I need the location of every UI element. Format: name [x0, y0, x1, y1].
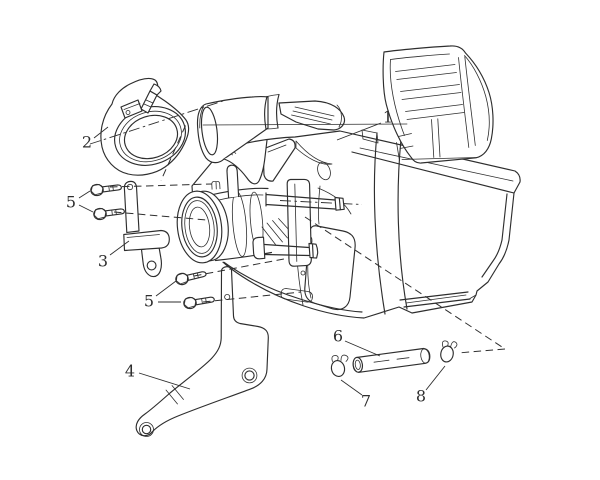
callout-label-5-upper: 5: [66, 193, 76, 212]
upper-bracket: [123, 180, 170, 278]
flange-bolt-upper-1: [89, 182, 123, 197]
callout-6: 6: [333, 327, 381, 357]
bracket4-bend-marks: [165, 385, 184, 405]
lower-bracket: [135, 266, 269, 437]
hose-clamp: [114, 83, 186, 166]
callout-2: 2: [82, 126, 109, 152]
lid-axis-line: [202, 123, 408, 126]
callout-label-5-lower: 5: [144, 292, 154, 311]
drain-spout: [399, 291, 477, 308]
guide-bolt-l1: [193, 257, 290, 277]
callout-label-3: 3: [98, 252, 108, 271]
bracket3-foot: [123, 229, 170, 252]
joint-post: [226, 164, 240, 199]
callouts: 1 2 3 5 5 4 6 7: [66, 108, 446, 411]
flange-bolt-upper-2: [92, 206, 126, 221]
guide-bolt-u1: [109, 183, 213, 188]
bracket3-hole: [146, 260, 157, 271]
callout-label-2: 2: [82, 133, 92, 152]
joint-flange-plate: [286, 178, 312, 267]
flange-bolt-lower-2: [182, 294, 216, 310]
leader-line: [344, 340, 381, 357]
lower-stud: [252, 236, 319, 260]
guide-drain-long: [304, 216, 506, 350]
bracket4-hole-bottom: [141, 424, 152, 435]
clamp-band-inner: [123, 114, 179, 160]
bellows-hatch: [261, 218, 291, 245]
lid-bump: [317, 161, 331, 181]
bracket4-hole-right: [244, 370, 255, 381]
guide-clamp-to-joint: [160, 125, 186, 181]
bracket3-top-hole: [126, 183, 134, 191]
leader-line: [138, 372, 191, 390]
tube-clip-left: [330, 354, 349, 378]
tube-body: [352, 347, 431, 373]
callout-label-8: 8: [416, 387, 426, 406]
intake-horn: [196, 93, 346, 185]
leader-line: [78, 204, 94, 213]
callout-8: 8: [416, 365, 446, 406]
snorkel-duct: [382, 45, 494, 164]
callout-label-4: 4: [125, 362, 135, 381]
carb-joint-bellows: [176, 178, 312, 267]
guide-drain-to-clip: [457, 348, 506, 354]
leader-line: [340, 379, 363, 396]
leader-line: [78, 190, 91, 199]
callout-label-6: 6: [333, 327, 343, 346]
lid-ridge-right: [295, 140, 333, 165]
callout-3: 3: [98, 240, 130, 271]
horn-tip: [278, 100, 346, 131]
callout-label-7: 7: [361, 392, 371, 411]
callout-5-lower: 5: [144, 280, 181, 311]
clamp-axis-line: [89, 100, 224, 145]
horn-outline: [196, 96, 269, 164]
lid-panel: [262, 138, 296, 182]
construction-lines: [89, 100, 506, 354]
leader-line: [155, 280, 177, 297]
joint-inlet-rim: [176, 190, 223, 264]
snorkel-ribs: [389, 53, 490, 161]
drain-tube: [352, 347, 431, 373]
leader-line: [109, 240, 130, 256]
horn-mouth-flare: [223, 139, 268, 185]
tube-clip-right: [440, 340, 458, 363]
bracket3-arm: [123, 180, 140, 234]
horn-mouth-opening: [200, 106, 219, 156]
callout-1: 1: [336, 108, 393, 141]
bracket3-tab: [140, 246, 163, 278]
flange-bolt-lower-1: [174, 268, 208, 287]
leader-line: [93, 126, 109, 139]
leader-line: [336, 122, 382, 141]
bracket4-outline: [135, 266, 269, 437]
callout-7: 7: [340, 379, 371, 411]
callout-label-1: 1: [383, 108, 393, 127]
horn-clamp-band: [264, 93, 280, 130]
upper-stud: [265, 192, 363, 211]
callout-5-upper: 5: [66, 190, 94, 213]
guide-bolt-u2: [113, 211, 208, 221]
guide-bolt-l2: [202, 291, 302, 303]
clamp-callout-balloon: [100, 77, 190, 176]
leader-line: [425, 365, 446, 391]
clamp-screw-head: [149, 83, 162, 96]
callout-4: 4: [125, 362, 191, 390]
